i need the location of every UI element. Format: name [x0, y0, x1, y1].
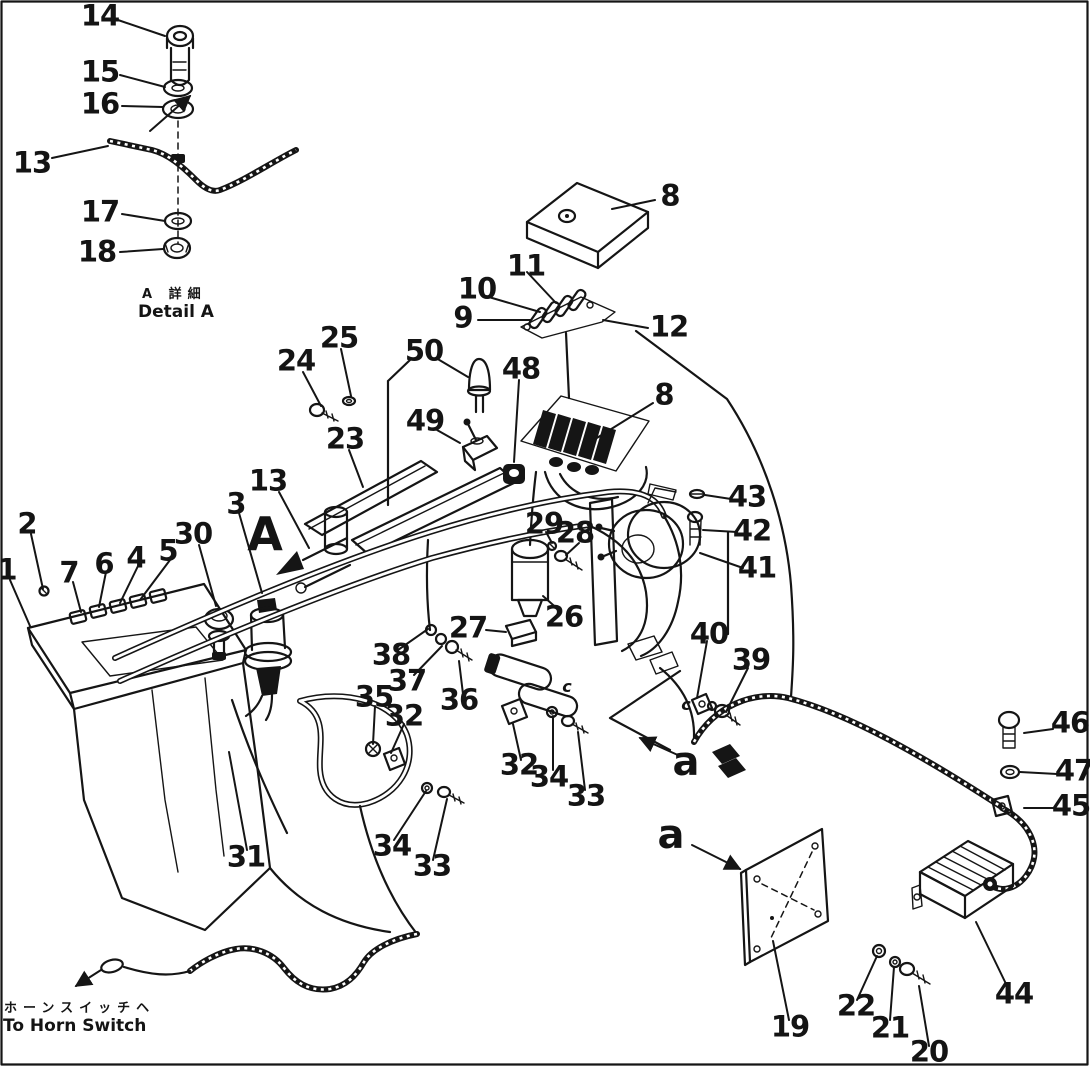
callout-33: 33 [412, 848, 452, 883]
detail-a-drawing [107, 24, 299, 260]
wire-marker-c-2: c [681, 695, 691, 714]
callout-34: 34 [372, 828, 412, 863]
callout-17: 17 [80, 194, 120, 229]
callout-25: 25 [319, 320, 359, 355]
callout-37: 37 [387, 663, 427, 698]
callout-27: 27 [448, 610, 488, 645]
cover-box-drawing [525, 181, 650, 270]
view-marker-a-1: a [672, 739, 700, 785]
horn-cable-drawing [74, 931, 420, 993]
callout-18: 18 [77, 234, 117, 269]
callout-11: 11 [506, 248, 546, 283]
callout-5: 5 [158, 533, 178, 568]
callout-24: 24 [276, 343, 316, 378]
callout-4: 4 [126, 540, 146, 575]
horn-switch-caption-en: To Horn Switch [3, 1016, 147, 1036]
callout-33: 33 [566, 778, 606, 813]
fuse-row-drawing [520, 288, 616, 400]
detail-a-caption-jp: A 詳細 [142, 287, 207, 302]
callout-9: 9 [453, 300, 473, 335]
callout-8: 8 [654, 377, 674, 412]
callout-43: 43 [727, 479, 767, 514]
right-cable-drawing [608, 669, 1038, 985]
callout-31: 31 [226, 839, 266, 874]
frame-outline-drawing [386, 329, 795, 699]
callout-6: 6 [94, 546, 114, 581]
horn-drawing [595, 483, 706, 580]
callout-20: 20 [909, 1034, 949, 1067]
callout-39: 39 [731, 642, 771, 677]
callout-26: 26 [544, 599, 584, 634]
callout-10: 10 [457, 271, 497, 306]
callout-2: 2 [17, 506, 37, 541]
callout-46: 46 [1050, 705, 1090, 740]
callout-42: 42 [732, 513, 772, 548]
callout-45: 45 [1051, 788, 1090, 823]
callout-28: 28 [555, 515, 595, 550]
callout-19: 19 [770, 1009, 810, 1044]
callout-12: 12 [649, 309, 689, 344]
view-marker-A: A [247, 507, 283, 561]
callout-13: 13 [12, 145, 52, 180]
callout-8: 8 [660, 178, 680, 213]
callout-32: 32 [499, 747, 539, 782]
callout-7: 7 [59, 555, 79, 590]
callout-3: 3 [226, 486, 246, 521]
callout-14: 14 [80, 0, 120, 33]
relay-drawing [424, 538, 583, 662]
callout-50: 50 [404, 333, 444, 368]
callout-35: 35 [354, 679, 394, 714]
detail-a-caption-en: Detail A [138, 302, 214, 322]
callout-1: 1 [0, 552, 18, 587]
harness-drawing [112, 488, 696, 936]
callout-22: 22 [836, 988, 876, 1023]
callout-44: 44 [994, 976, 1034, 1011]
callout-41: 41 [737, 550, 777, 585]
console-drawing [26, 536, 392, 934]
callout-21: 21 [870, 1010, 910, 1045]
callout-47: 47 [1054, 753, 1090, 788]
horn-switch-caption-jp: ホーンスイッチヘ [4, 1001, 156, 1016]
callout-48: 48 [501, 351, 541, 386]
bracket-drawing [303, 357, 525, 556]
fusebox-drawing [520, 395, 650, 547]
view-marker-a-2: a [657, 812, 685, 858]
callout-34: 34 [529, 759, 569, 794]
callout-49: 49 [405, 403, 445, 438]
callout-16: 16 [80, 86, 120, 121]
callout-38: 38 [371, 637, 411, 672]
callout-40: 40 [689, 616, 729, 651]
view-arrow-a1 [638, 736, 681, 757]
callout-23: 23 [325, 421, 365, 456]
callout-36: 36 [439, 682, 479, 717]
callout-15: 15 [80, 54, 120, 89]
callout-13: 13 [248, 463, 288, 498]
callout-32: 32 [384, 698, 424, 733]
callout-30: 30 [173, 516, 213, 551]
callout-29: 29 [524, 506, 564, 541]
wire-marker-c-1: c [562, 677, 572, 696]
leader-lines [9, 19, 1058, 1047]
